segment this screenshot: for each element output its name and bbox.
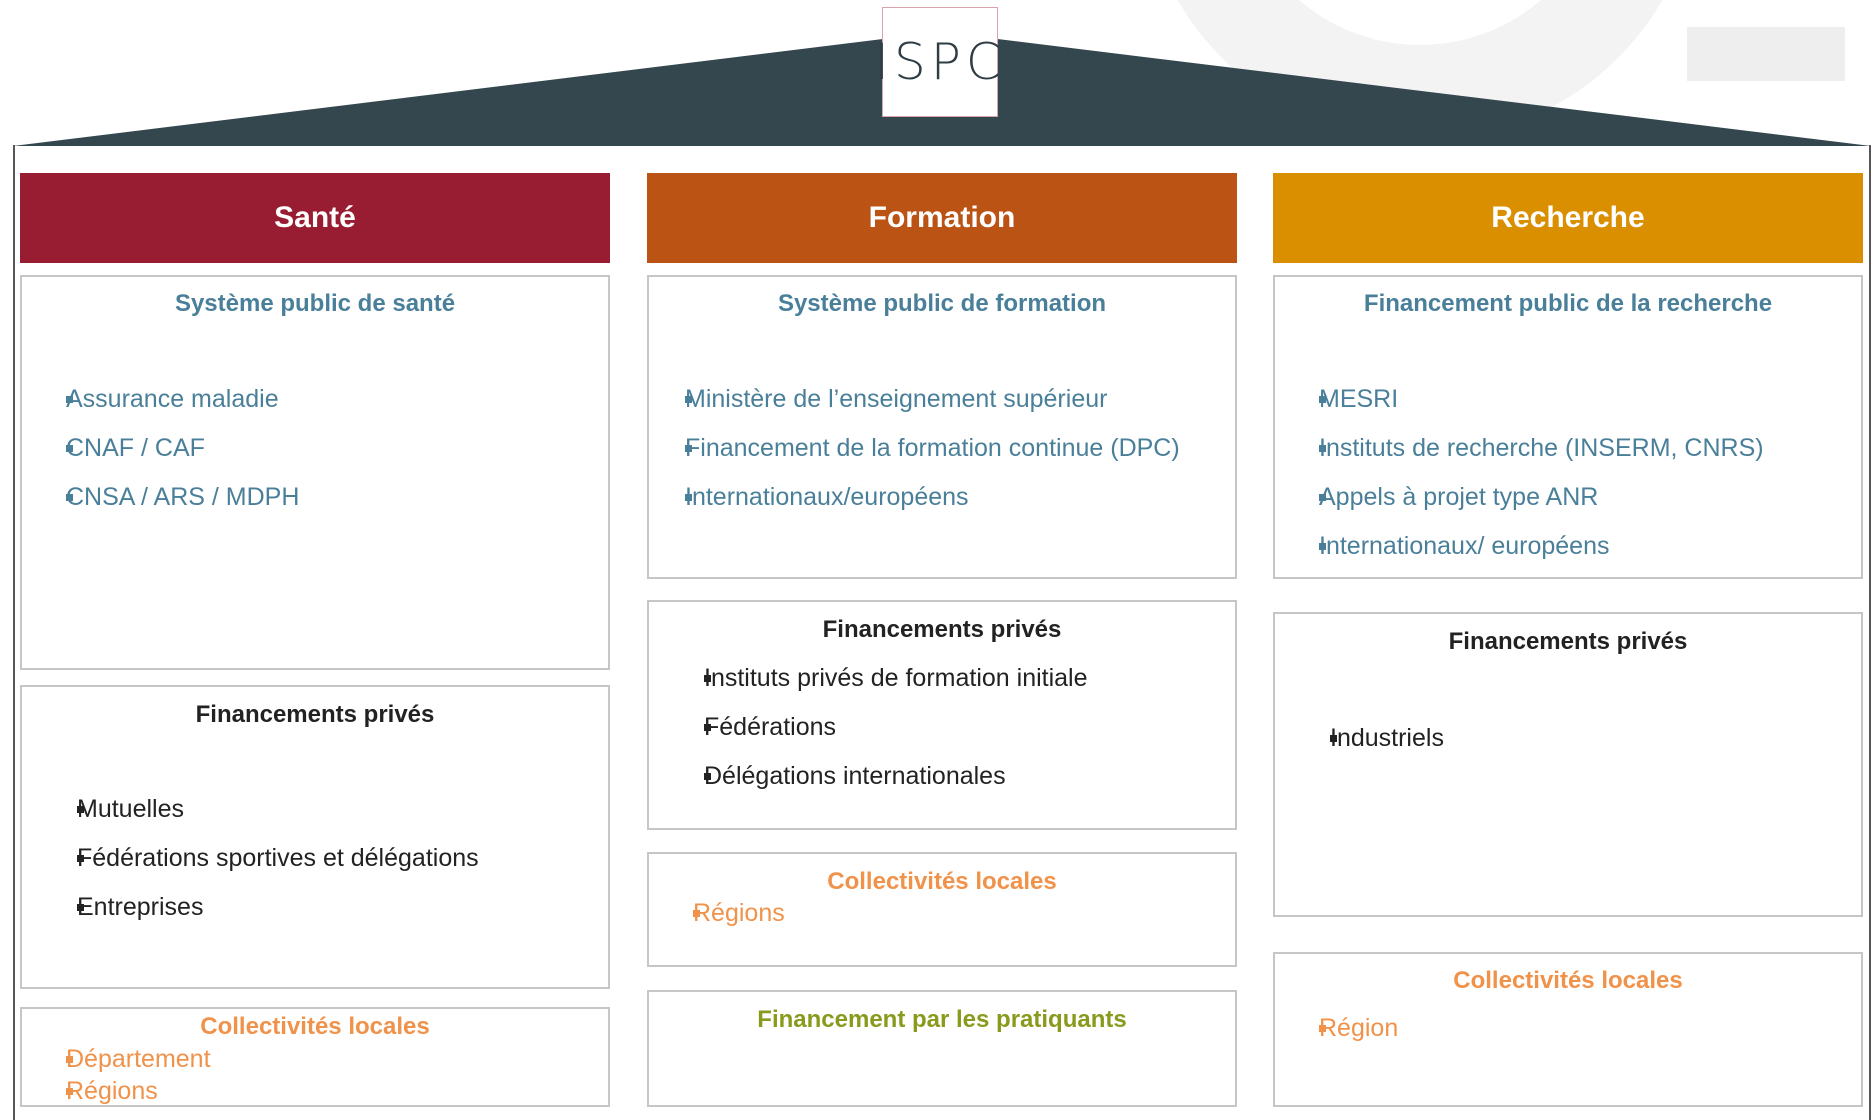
ispc-logo: ISPC bbox=[874, 7, 1001, 117]
recherche-public-list: MESRI Instituts de recherche (INSERM, CN… bbox=[1285, 385, 1764, 581]
list-item: Fédérations sportives et délégations bbox=[42, 844, 479, 873]
list-item: Régions bbox=[32, 1077, 211, 1106]
recherche-local-list: Région bbox=[1285, 1014, 1398, 1043]
list-item: CNSA / ARS / MDPH bbox=[32, 483, 299, 512]
sante-local-list: Département Régions bbox=[32, 1045, 211, 1106]
sante-public-title: Système public de santé bbox=[174, 290, 456, 317]
logo-text: ISPC bbox=[874, 33, 1006, 91]
list-item: Appels à projet type ANR bbox=[1285, 483, 1764, 512]
formation-practitioners-title: Financement par les pratiquants bbox=[757, 1006, 1127, 1033]
list-item: MESRI bbox=[1285, 385, 1764, 414]
recherche-local-box: Collectivités locales Région bbox=[1273, 952, 1863, 1107]
recherche-private-title: Financements privés bbox=[1448, 628, 1688, 655]
list-item: Financement de la formation continue (DP… bbox=[669, 434, 1180, 463]
sante-private-list: Mutuelles Fédérations sportives et délég… bbox=[42, 795, 479, 942]
list-item: Mutuelles bbox=[42, 795, 479, 824]
header-formation-label: Formation bbox=[868, 201, 1016, 234]
list-item: Internationaux/ européens bbox=[1285, 532, 1764, 561]
recherche-public-title: Financement public de la recherche bbox=[1363, 290, 1773, 317]
list-item: Industriels bbox=[1295, 724, 1444, 753]
sante-private-title: Financements privés bbox=[195, 701, 435, 728]
sante-public-box: Système public de santé Assurance maladi… bbox=[20, 275, 610, 670]
formation-private-box: Financements privés Instituts privés de … bbox=[647, 600, 1237, 830]
list-item: Département bbox=[32, 1045, 211, 1074]
list-item: Région bbox=[1285, 1014, 1398, 1043]
list-item: Internationaux/européens bbox=[669, 483, 1180, 512]
list-item: Fédérations bbox=[669, 713, 1088, 742]
formation-practitioners-box: Financement par les pratiquants bbox=[647, 990, 1237, 1107]
list-item: Délégations internationales bbox=[669, 762, 1088, 791]
formation-local-list: Régions bbox=[659, 899, 785, 928]
recherche-local-title: Collectivités locales bbox=[1453, 967, 1683, 994]
sante-local-title: Collectivités locales bbox=[200, 1013, 430, 1040]
list-item: Régions bbox=[659, 899, 785, 928]
sante-local-box: Collectivités locales Département Région… bbox=[20, 1007, 610, 1107]
formation-public-title: Système public de formation bbox=[777, 290, 1107, 317]
list-item: Ministère de l’enseignement supérieur bbox=[669, 385, 1180, 414]
recherche-private-box: Financements privés Industriels bbox=[1273, 612, 1863, 917]
header-formation: Formation bbox=[647, 173, 1237, 263]
list-item: Entreprises bbox=[42, 893, 479, 922]
sante-private-box: Financements privés Mutuelles Fédération… bbox=[20, 685, 610, 989]
list-item: Instituts de recherche (INSERM, CNRS) bbox=[1285, 434, 1764, 463]
header-sante-label: Santé bbox=[274, 201, 356, 234]
recherche-private-list: Industriels bbox=[1295, 724, 1444, 753]
list-item: CNAF / CAF bbox=[32, 434, 299, 463]
formation-local-title: Collectivités locales bbox=[827, 868, 1057, 895]
recherche-public-box: Financement public de la recherche MESRI… bbox=[1273, 275, 1863, 579]
header-recherche-label: Recherche bbox=[1491, 201, 1645, 234]
formation-private-title: Financements privés bbox=[822, 616, 1062, 643]
background-rect-decoration bbox=[1687, 27, 1845, 81]
header-sante: Santé bbox=[20, 173, 610, 263]
formation-public-box: Système public de formation Ministère de… bbox=[647, 275, 1237, 579]
formation-public-list: Ministère de l’enseignement supérieur Fi… bbox=[669, 385, 1180, 532]
list-item: Instituts privés de formation initiale bbox=[669, 664, 1088, 693]
house-frame bbox=[13, 145, 1871, 1120]
header-recherche: Recherche bbox=[1273, 173, 1863, 263]
list-item: Assurance maladie bbox=[32, 385, 299, 414]
formation-local-box: Collectivités locales Régions bbox=[647, 852, 1237, 967]
formation-private-list: Instituts privés de formation initiale F… bbox=[669, 664, 1088, 811]
sante-public-list: Assurance maladie CNAF / CAF CNSA / ARS … bbox=[32, 385, 299, 532]
